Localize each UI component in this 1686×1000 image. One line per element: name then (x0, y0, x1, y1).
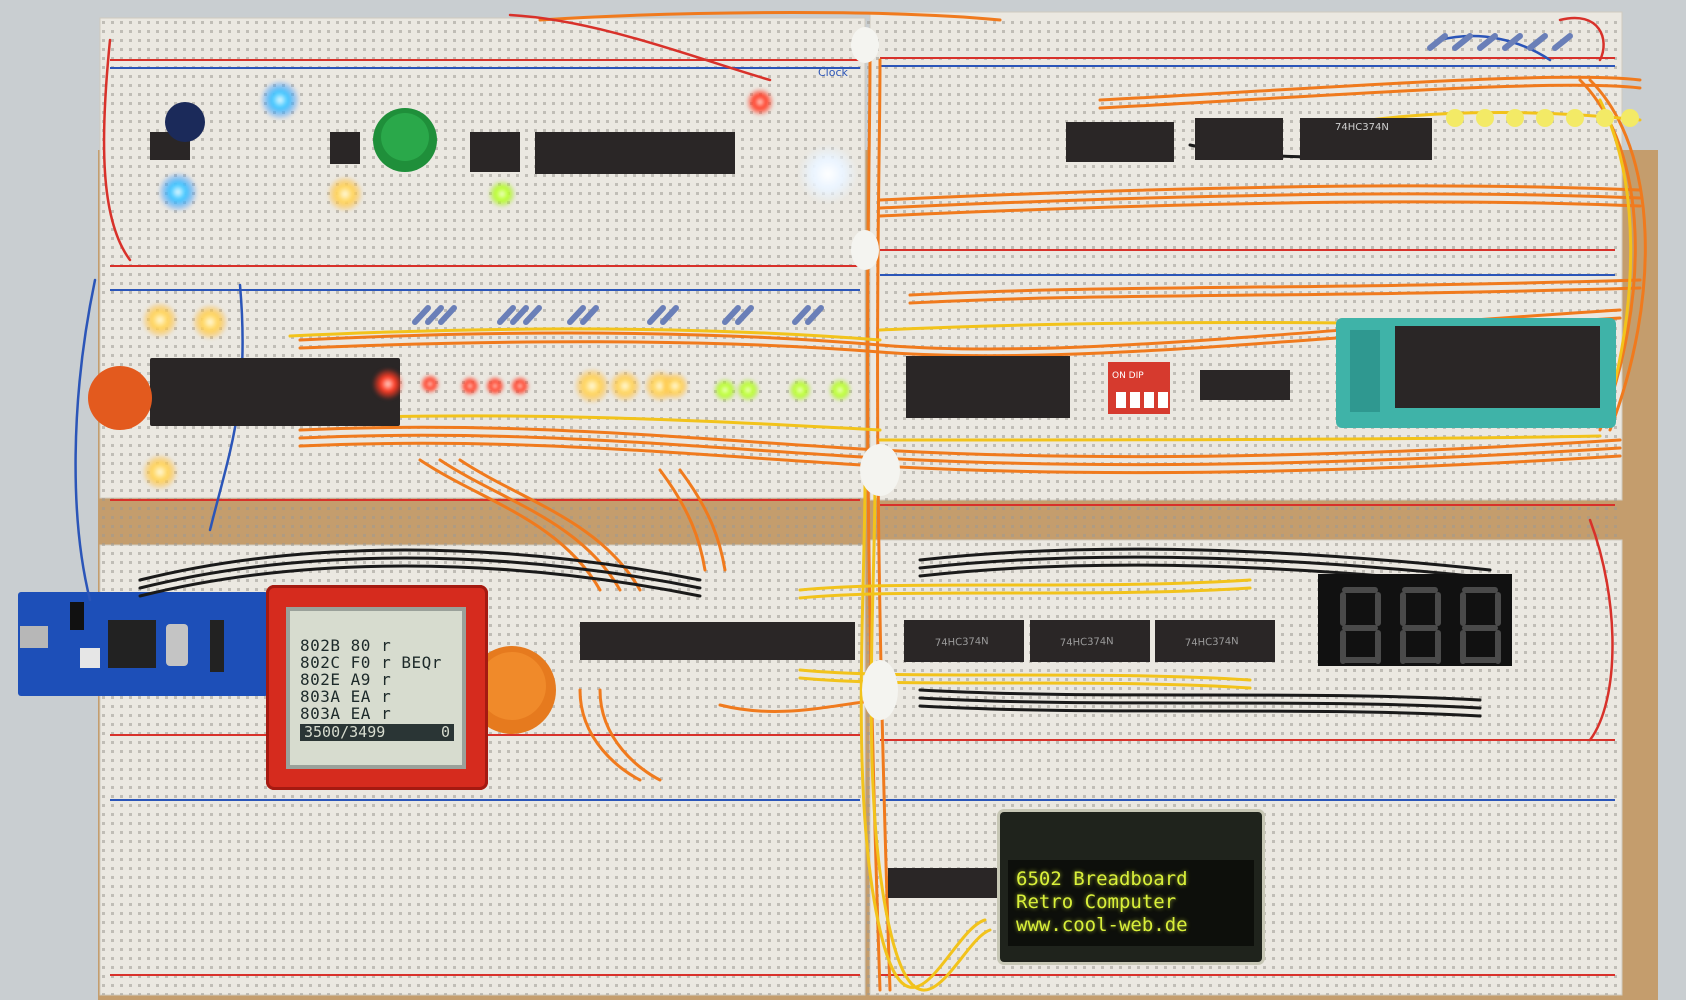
lcd-line-2: 802C F0 r BEQr (300, 653, 442, 672)
resistors (412, 33, 1573, 325)
potentiometer (165, 102, 205, 142)
seven-segment-display (1318, 574, 1512, 666)
char-lcd-line-2: Retro Computer (1016, 891, 1177, 913)
breadboards (99, 11, 1623, 996)
ic-label-top-right: 74HC374N (1335, 122, 1389, 133)
zif-socket (1336, 318, 1616, 428)
nokia-lcd-module: 802B 80 r 802C F0 r BEQr 802E A9 r 803A … (266, 585, 488, 790)
character-lcd-module: 6502 Breadboard Retro Computer www.cool-… (1000, 812, 1262, 962)
microcontroller-board (18, 592, 268, 696)
char-lcd-line-1: 6502 Breadboard (1016, 868, 1188, 890)
lcd-status-value: 0 (440, 723, 450, 741)
nokia-lcd-screen: 802B 80 r 802C F0 r BEQr 802E A9 r 803A … (286, 607, 466, 769)
ic-label-bottom-2: 74HC374N (1060, 636, 1114, 649)
ic-label-bottom-1: 74HC374N (935, 636, 989, 649)
ic-label-bottom-3: 74HC374N (1185, 636, 1239, 649)
dip-switch (1108, 362, 1170, 414)
led-indicators (142, 80, 1639, 490)
lcd-status-counter: 3500/3499 (304, 723, 386, 741)
dip-switch-label: ON DIP (1112, 371, 1144, 381)
lcd-line-1: 802B 80 r (300, 636, 392, 655)
clock-label: Clock (818, 66, 849, 79)
lcd-line-5: 803A EA r (300, 704, 392, 723)
push-buttons (88, 108, 556, 734)
lcd-line-4: 803A EA r (300, 687, 392, 706)
character-lcd-screen: 6502 Breadboard Retro Computer www.cool-… (1008, 860, 1254, 946)
putty (851, 27, 900, 720)
lcd-line-3: 802E A9 r (300, 670, 392, 689)
lcd-status-bar: 3500/3499 0 (300, 724, 454, 741)
char-lcd-line-3: www.cool-web.de (1016, 914, 1188, 936)
